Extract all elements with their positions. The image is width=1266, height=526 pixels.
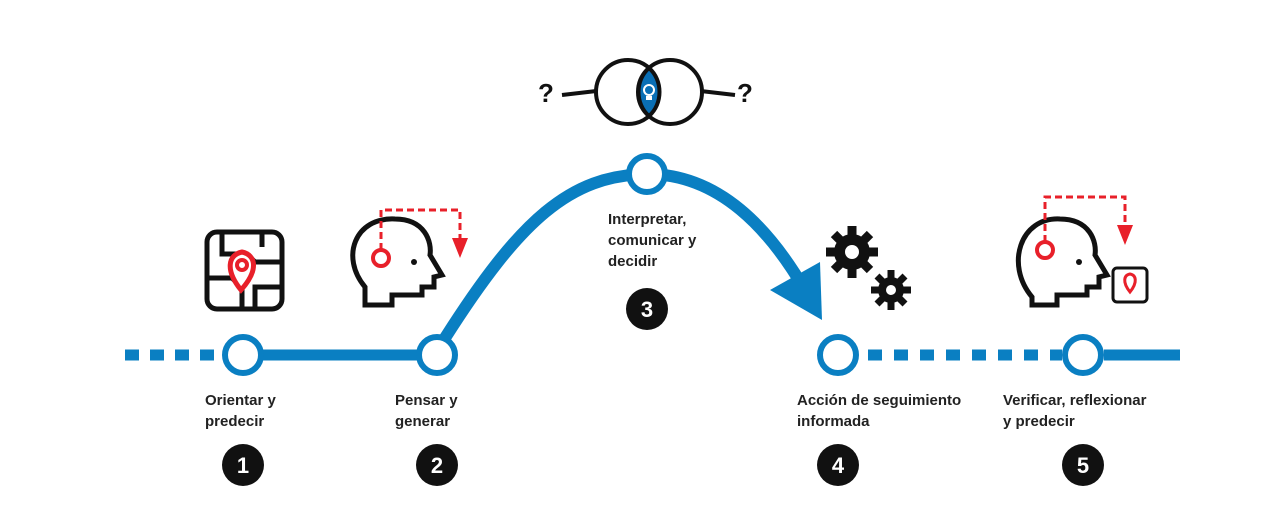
step-number-badge-1: 1 [222,444,264,486]
step-number-badge-4: 4 [817,444,859,486]
step-number-badge-2: 2 [416,444,458,486]
step-node-3 [626,153,668,195]
step-number-badge-3: 3 [626,288,668,330]
step-node-1 [222,334,264,376]
svg-text:3: 3 [641,297,653,322]
arrow-head [770,262,822,320]
svg-text:1: 1 [237,453,249,478]
head-thinking-icon [350,208,468,308]
step-node-2 [416,334,458,376]
map-pin-icon [204,229,285,312]
svg-text:4: 4 [832,453,845,478]
gears-icon [826,226,911,310]
svg-text:2: 2 [431,453,443,478]
step-node-4 [817,334,859,376]
svg-text:5: 5 [1077,453,1089,478]
question-mark-left: ? [538,78,554,108]
step-node-5 [1062,334,1104,376]
question-mark-right: ? [737,78,753,108]
head-map-icon [1015,195,1149,308]
venn-lightbulb-icon: ? ? [538,58,753,126]
step-number-badge-5: 5 [1062,444,1104,486]
